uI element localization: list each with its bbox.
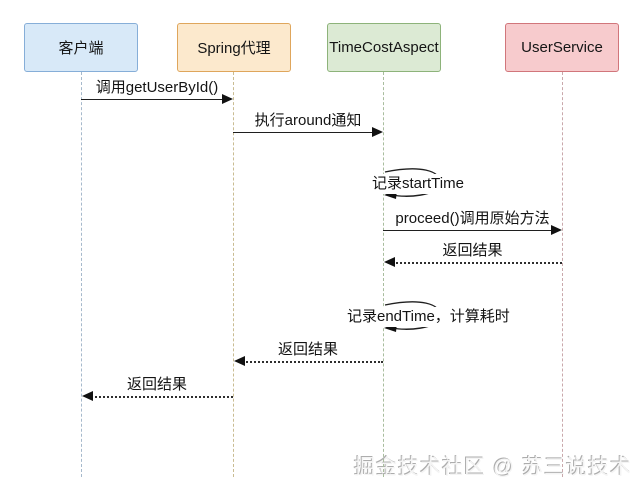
message-label-return-result-2: 返回结果 [277, 341, 338, 358]
participant-label: TimeCostAspect [329, 39, 439, 56]
message-arrowhead-return-result-1 [384, 257, 395, 267]
lifeline-timecost-aspect [383, 72, 384, 477]
participant-label: Spring代理 [197, 40, 271, 57]
message-label-return-result-3: 返回结果 [126, 376, 187, 393]
message-line-return-result-1 [393, 262, 562, 264]
message-label-run-around-advice: 执行around通知 [254, 112, 362, 129]
participant-label: 客户端 [58, 40, 104, 57]
participant-label: UserService [521, 39, 603, 56]
message-line-return-result-3 [91, 396, 233, 398]
participant-client: 客户端 [24, 23, 138, 72]
message-label-call-getuserbyid: 调用getUserById() [95, 79, 219, 96]
message-label-record-endtime: 记录endTime，计算耗时 [346, 307, 511, 327]
message-line-run-around-advice [233, 132, 373, 133]
watermark: 掘金技术社区 @ 苏三说技术 [354, 456, 632, 479]
message-arrowhead-return-result-2 [234, 356, 245, 366]
message-label-proceed-call: proceed()调用原始方法 [395, 210, 550, 227]
message-line-call-getuserbyid [81, 99, 223, 100]
message-label-return-result-1: 返回结果 [442, 242, 503, 259]
message-arrowhead-return-result-3 [82, 391, 93, 401]
message-arrowhead-run-around-advice [372, 127, 383, 137]
participant-spring-proxy: Spring代理 [177, 23, 291, 72]
lifeline-client [81, 72, 82, 477]
lifeline-user-service [562, 72, 563, 477]
lifeline-spring-proxy [233, 72, 234, 477]
message-arrowhead-proceed-call [551, 225, 562, 235]
message-arrowhead-call-getuserbyid [222, 94, 233, 104]
message-label-record-starttime: 记录startTime [371, 174, 465, 194]
message-line-proceed-call [383, 230, 552, 231]
message-line-return-result-2 [243, 361, 383, 363]
participant-timecost-aspect: TimeCostAspect [327, 23, 441, 72]
participant-user-service: UserService [505, 23, 619, 72]
